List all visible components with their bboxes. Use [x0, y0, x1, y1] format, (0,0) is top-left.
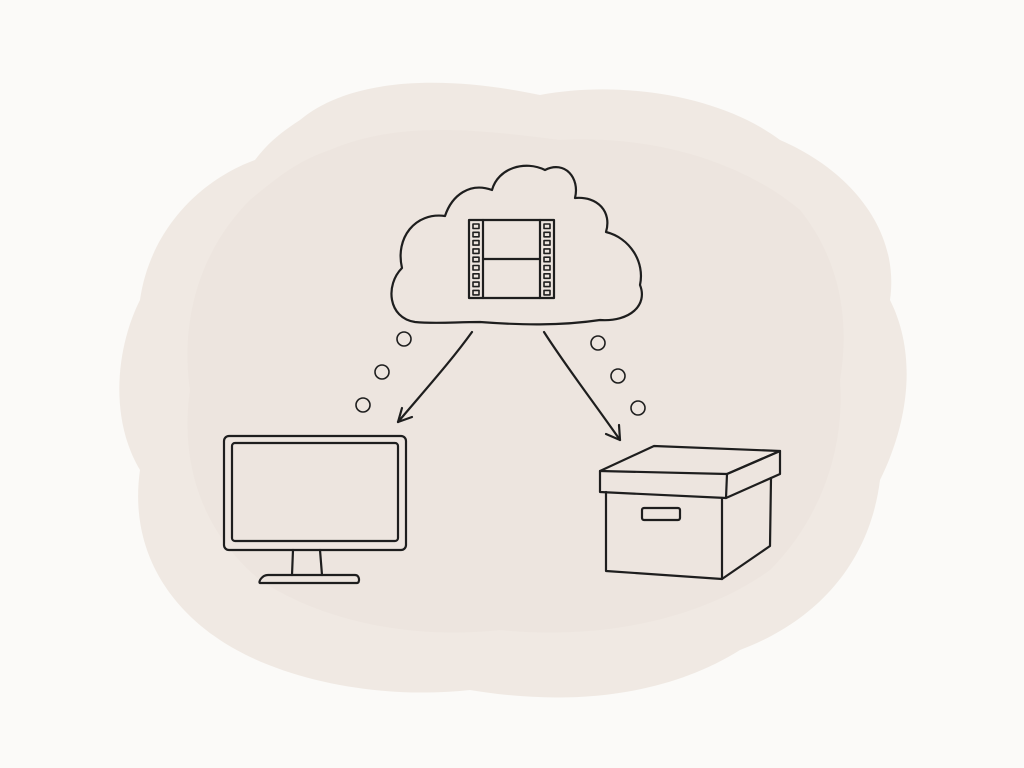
film-hole	[543, 223, 551, 230]
storage-box-icon	[598, 444, 782, 581]
film-hole	[543, 272, 551, 280]
data-dots-left	[355, 331, 412, 413]
film-hole	[543, 248, 551, 255]
film-hole	[472, 231, 480, 238]
film-hole	[543, 231, 551, 238]
data-dots-right	[590, 335, 646, 416]
film-hole	[543, 264, 551, 271]
cloud-icon	[390, 164, 643, 326]
film-hole	[472, 264, 480, 271]
film-hole	[543, 239, 551, 246]
film-hole	[472, 239, 480, 246]
film-hole	[472, 289, 480, 296]
film-hole	[472, 272, 480, 280]
film-hole	[472, 281, 480, 288]
film-strip-icon	[467, 218, 556, 300]
film-hole	[543, 256, 551, 263]
film-hole	[472, 248, 480, 255]
arrow-to-monitor	[396, 330, 474, 424]
film-hole	[472, 223, 480, 230]
monitor-icon	[222, 434, 408, 585]
film-hole	[472, 256, 480, 263]
watercolor-wash	[119, 82, 907, 698]
arrow-to-box	[542, 330, 622, 442]
film-hole	[543, 281, 551, 288]
film-hole	[543, 289, 551, 296]
